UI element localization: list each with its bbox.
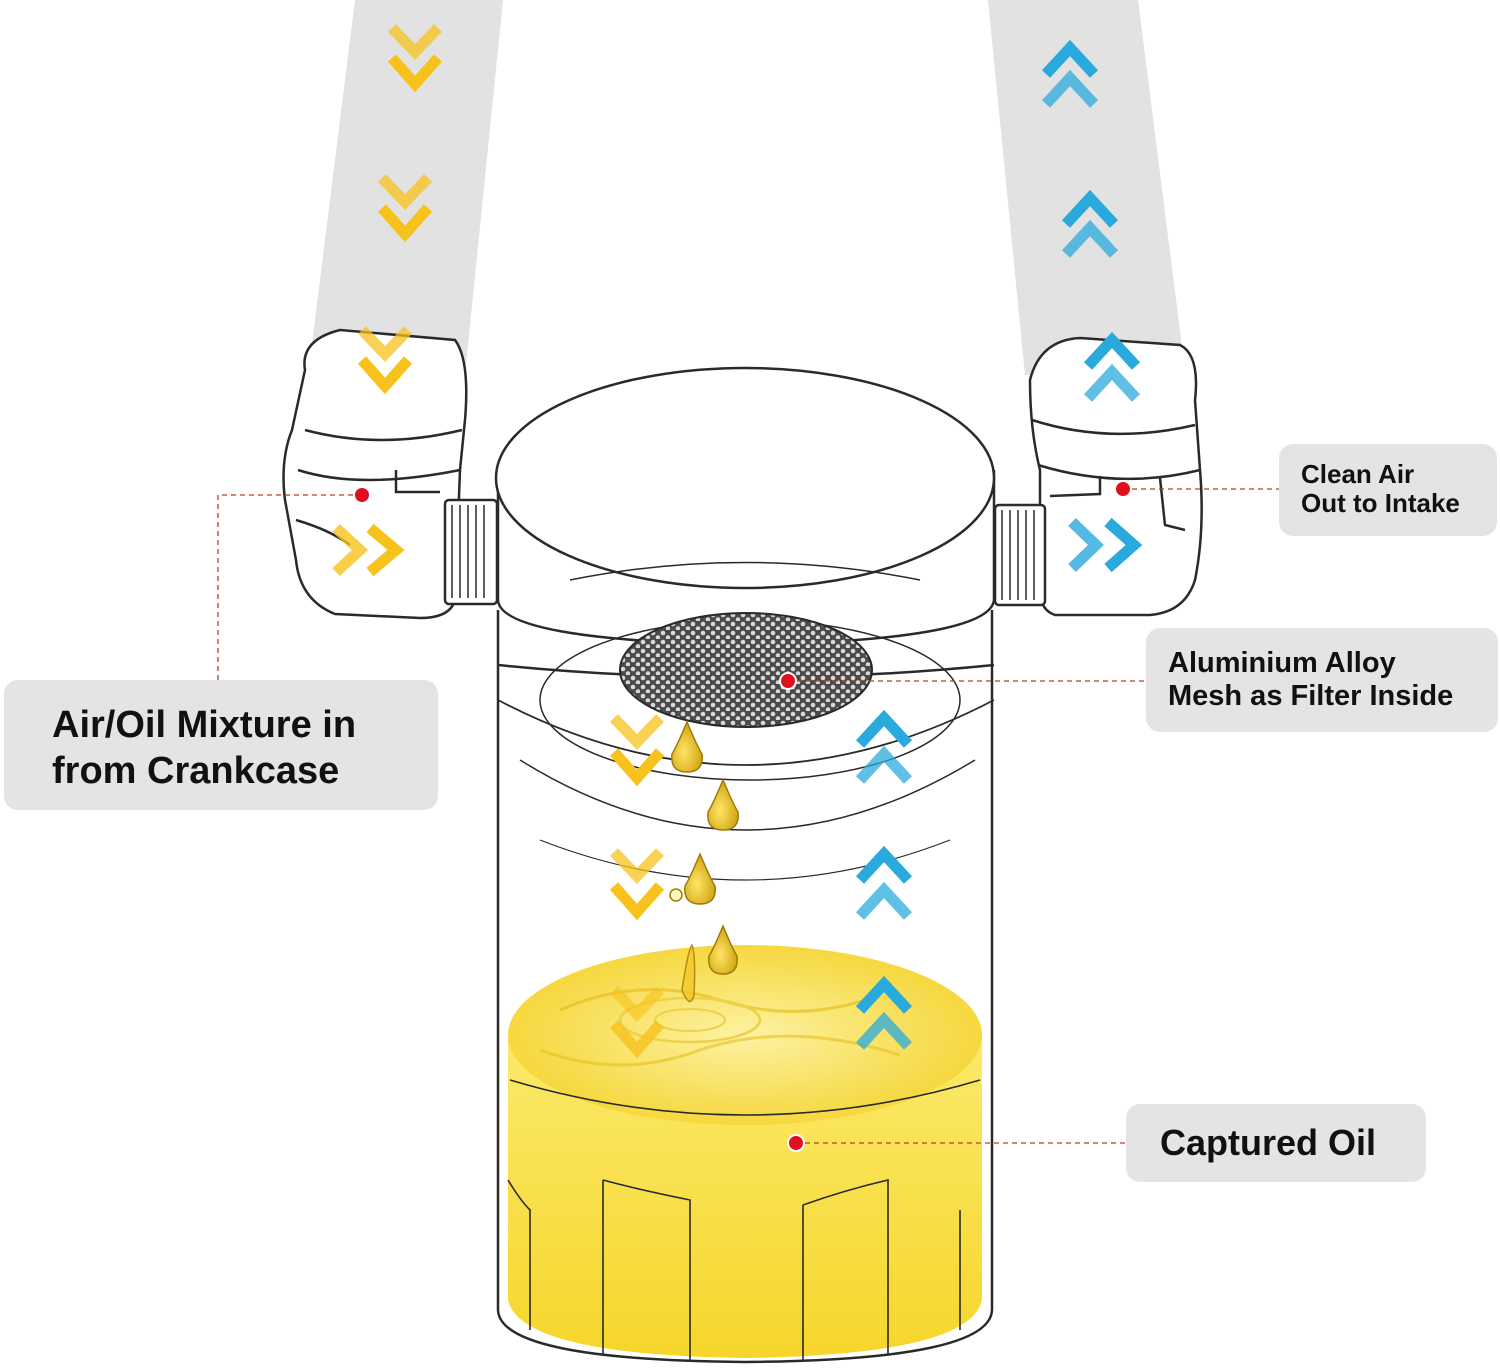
chevron-up-double-icon — [1083, 331, 1141, 402]
outflow-arrows — [855, 39, 1143, 1050]
callout-dots — [353, 480, 1132, 1152]
label-inlet-line1: Air/Oil Mixture in — [52, 704, 357, 746]
callout-dot-inlet — [353, 486, 371, 504]
chevron-up-double-icon — [1061, 189, 1119, 258]
chevron-down-double-icon — [609, 714, 665, 787]
catch-can-body — [496, 610, 994, 1364]
label-mesh-line1: Aluminium Alloy — [1168, 647, 1396, 679]
chevron-right-double-icon — [1068, 517, 1143, 573]
label-inlet-air-oil-mixture: Air/Oil Mixture in from Crankcase — [4, 680, 438, 810]
label-mesh-line2: Mesh as Filter Inside — [1168, 680, 1454, 712]
oil-drop-icon — [708, 924, 738, 975]
aluminium-mesh-filter — [619, 612, 873, 728]
inlet-fitting — [282, 328, 499, 620]
outlet-fitting — [993, 336, 1203, 617]
label-mesh-filter: Aluminium Alloy Mesh as Filter Inside — [1146, 628, 1498, 732]
label-outlet-clean-air: Clean Air Out to Intake — [1279, 444, 1497, 536]
chevron-up-double-icon — [855, 845, 913, 920]
chevron-up-double-icon — [1041, 39, 1099, 108]
outlet-hose — [988, 0, 1185, 375]
label-outlet-line1: Clean Air — [1301, 459, 1415, 489]
oil-droplet — [669, 888, 683, 902]
label-outlet-line2: Out to Intake — [1301, 488, 1460, 518]
oil-drops — [669, 720, 739, 1003]
callout-line-inlet — [217, 494, 362, 680]
label-inlet-line2: from Crankcase — [52, 750, 340, 792]
inlet-hose — [310, 0, 503, 375]
callout-lines — [217, 488, 1279, 1144]
chevron-down-double-icon — [357, 326, 413, 395]
oil-drop-icon — [684, 852, 716, 905]
inflow-arrows — [332, 24, 665, 1059]
chevron-up-double-icon — [855, 709, 913, 784]
chevron-down-double-icon — [609, 986, 665, 1059]
label-captured-oil: Captured Oil — [1126, 1104, 1426, 1182]
oil-drop-icon — [707, 778, 739, 831]
chevron-up-double-icon — [855, 975, 913, 1050]
chevron-down-double-icon — [377, 174, 433, 243]
catch-can-lid — [494, 366, 996, 881]
oil-splash — [681, 943, 696, 1003]
callout-dot-oil — [787, 1134, 805, 1152]
callout-dot-outlet — [1114, 480, 1132, 498]
captured-oil — [507, 945, 982, 1360]
callout-dot-mesh — [779, 672, 797, 690]
oil-drop-icon — [671, 720, 703, 773]
label-oil-line1: Captured Oil — [1160, 1122, 1377, 1163]
chevron-down-double-icon — [387, 24, 443, 93]
chevron-right-double-icon — [332, 523, 405, 577]
chevron-down-double-icon — [609, 848, 665, 921]
